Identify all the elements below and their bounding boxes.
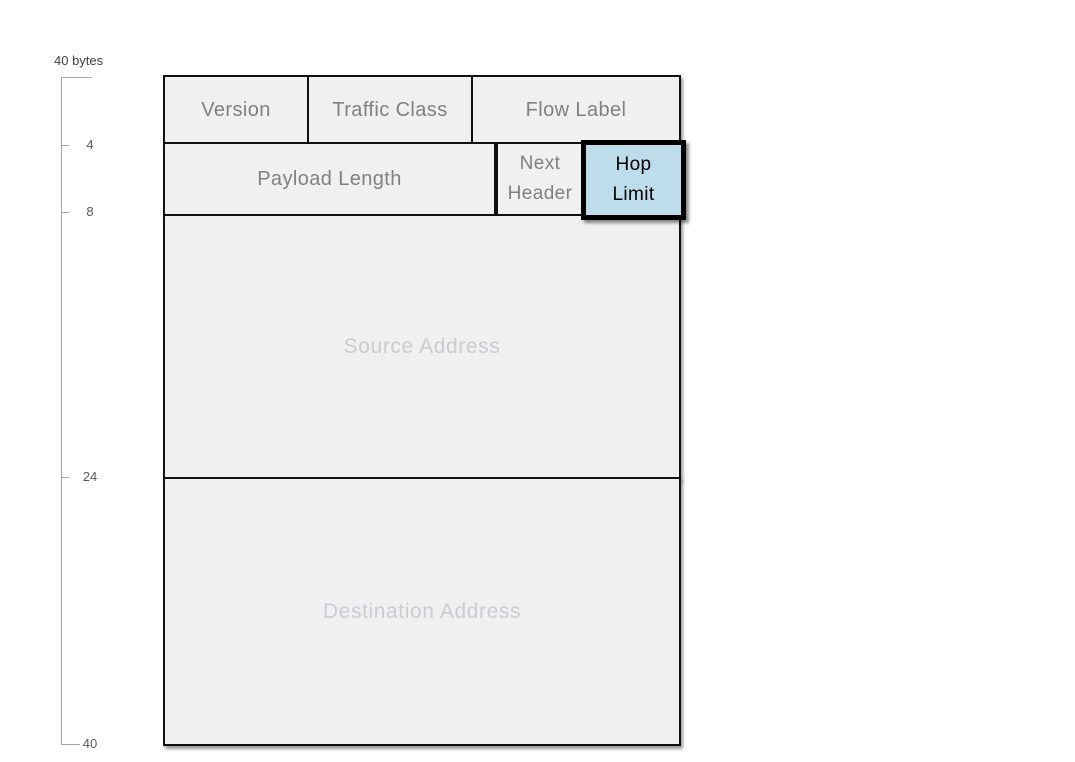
scale-axis-line — [61, 77, 62, 745]
scale-tick-4 — [61, 145, 69, 146]
field-source-address-label: Source Address — [343, 334, 501, 358]
field-source-address: Source Address — [163, 214, 681, 479]
field-version: Version — [163, 75, 309, 144]
scale-tick-label-40: 40 — [82, 736, 98, 751]
scale-top-tick — [61, 77, 92, 78]
field-next-header: Next Header — [496, 142, 584, 216]
scale-tick-label-8: 8 — [86, 204, 94, 219]
field-payload-length-label: Payload Length — [257, 168, 402, 190]
field-traffic-class-label: Traffic Class — [332, 98, 448, 121]
field-destination-address-label: Destination Address — [322, 599, 522, 623]
field-flow-label: Flow Label — [471, 75, 681, 144]
scale-tick-8 — [61, 212, 69, 213]
field-version-label: Version — [201, 98, 271, 121]
scale-bottom-tick — [61, 744, 80, 745]
scale-tick-label-4: 4 — [86, 137, 94, 152]
field-traffic-class: Traffic Class — [307, 75, 473, 144]
field-hop-limit-label: Hop Limit — [612, 154, 655, 205]
scale-title: 40 bytes — [54, 53, 104, 68]
field-payload-length: Payload Length — [163, 142, 496, 216]
scale-tick-24 — [61, 477, 69, 478]
field-destination-address: Destination Address — [163, 477, 681, 746]
scale-tick-label-24: 24 — [82, 469, 98, 484]
field-hop-limit-highlighted: Hop Limit — [581, 140, 686, 220]
field-next-header-label: Next Header — [507, 153, 573, 204]
field-flow-label-label: Flow Label — [525, 98, 627, 121]
